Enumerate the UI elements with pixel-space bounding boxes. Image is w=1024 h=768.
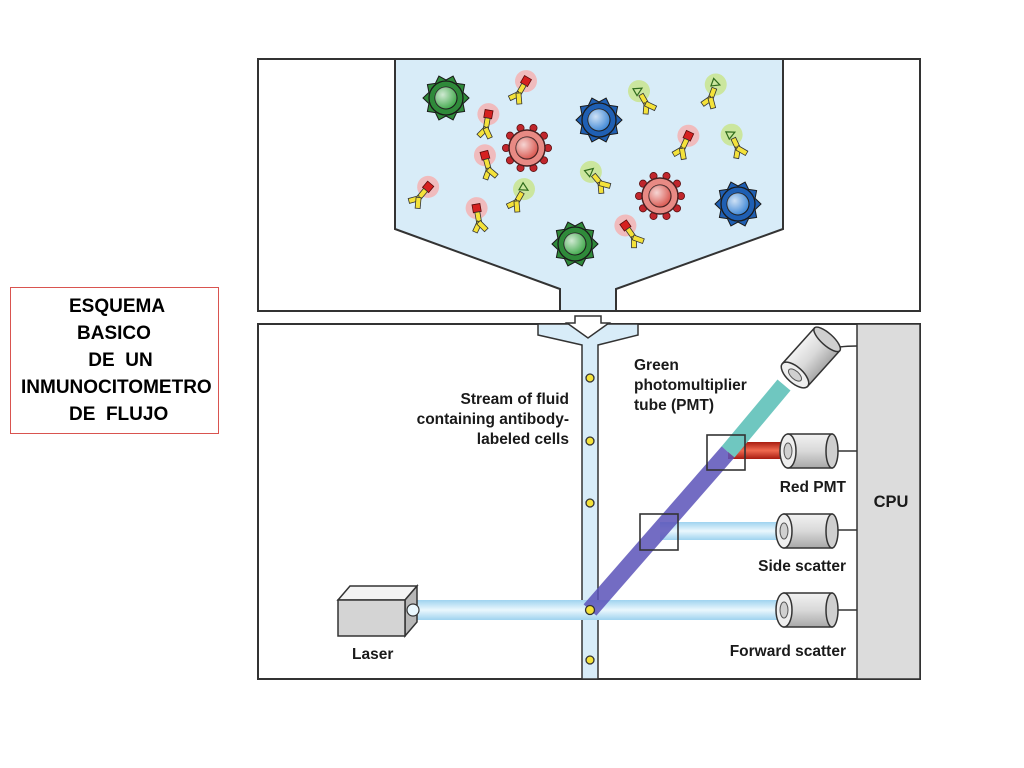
stream-label-1: Stream of fluid <box>460 391 569 408</box>
title-line: DE FLUJO <box>69 404 169 425</box>
antibody-icon <box>473 144 499 181</box>
red-pmt-label: Red PMT <box>780 479 847 496</box>
cpu-box <box>856 323 921 680</box>
antibody-icon <box>628 80 658 115</box>
green-fluorescence-beam <box>721 379 791 458</box>
title-line: DE UN <box>83 350 153 371</box>
antibody-icon <box>507 70 537 105</box>
blue-cell <box>575 97 623 143</box>
stream-label-2: containing antibody- <box>417 411 569 428</box>
red-pmt-detector <box>779 433 839 469</box>
antibody-icon <box>505 178 535 213</box>
antibody-icon <box>476 103 500 140</box>
blue-cell <box>714 181 762 227</box>
dichroic-mirror-1 <box>706 434 746 471</box>
forward-scatter-detector <box>775 592 839 628</box>
dichroic-mirror-2 <box>639 513 679 551</box>
cpu-label: CPU <box>874 493 909 511</box>
diagram-labels: Stream of fluid containing antibody- lab… <box>352 357 908 663</box>
green-pmt-detector <box>780 326 842 389</box>
antibody-icon <box>465 197 489 234</box>
flow-arrow-icon <box>564 315 612 339</box>
stream-label-3: labeled cells <box>477 431 569 448</box>
title-line: INMUNOCITOMETRO <box>21 377 212 398</box>
emitted-light-beam <box>583 446 735 616</box>
antibody-icon <box>700 73 727 110</box>
green-pmt-label-1: Green <box>634 357 679 374</box>
laser-label: Laser <box>352 646 393 663</box>
red-cell <box>501 124 553 172</box>
title-line: BASICO <box>77 323 151 344</box>
green-pmt-label-3: tube (PMT) <box>634 397 714 414</box>
green-cell <box>551 221 599 267</box>
antibody-icon <box>671 124 700 161</box>
stream-cell-at-laser <box>584 604 596 616</box>
antibody-icon <box>579 160 612 194</box>
laser-source <box>336 583 420 639</box>
side-scatter-beam <box>660 522 782 540</box>
red-cell <box>635 172 686 220</box>
antibody-icon <box>720 123 749 160</box>
diagram-title-box: ESQUEMA BASICO DE UN INMUNOCITOMETRO DE … <box>10 287 219 434</box>
cell-suspension <box>407 70 762 267</box>
antibody-icon <box>614 214 645 249</box>
green-pmt-label-2: photomultiplier <box>634 377 747 394</box>
title-line: ESQUEMA <box>69 296 166 317</box>
side-scatter-detector <box>775 513 839 549</box>
green-cell <box>422 75 470 121</box>
forward-scatter-label: Forward scatter <box>730 643 846 660</box>
side-scatter-label: Side scatter <box>758 558 846 575</box>
antibody-icon <box>407 175 440 209</box>
stream-cells <box>585 373 595 665</box>
